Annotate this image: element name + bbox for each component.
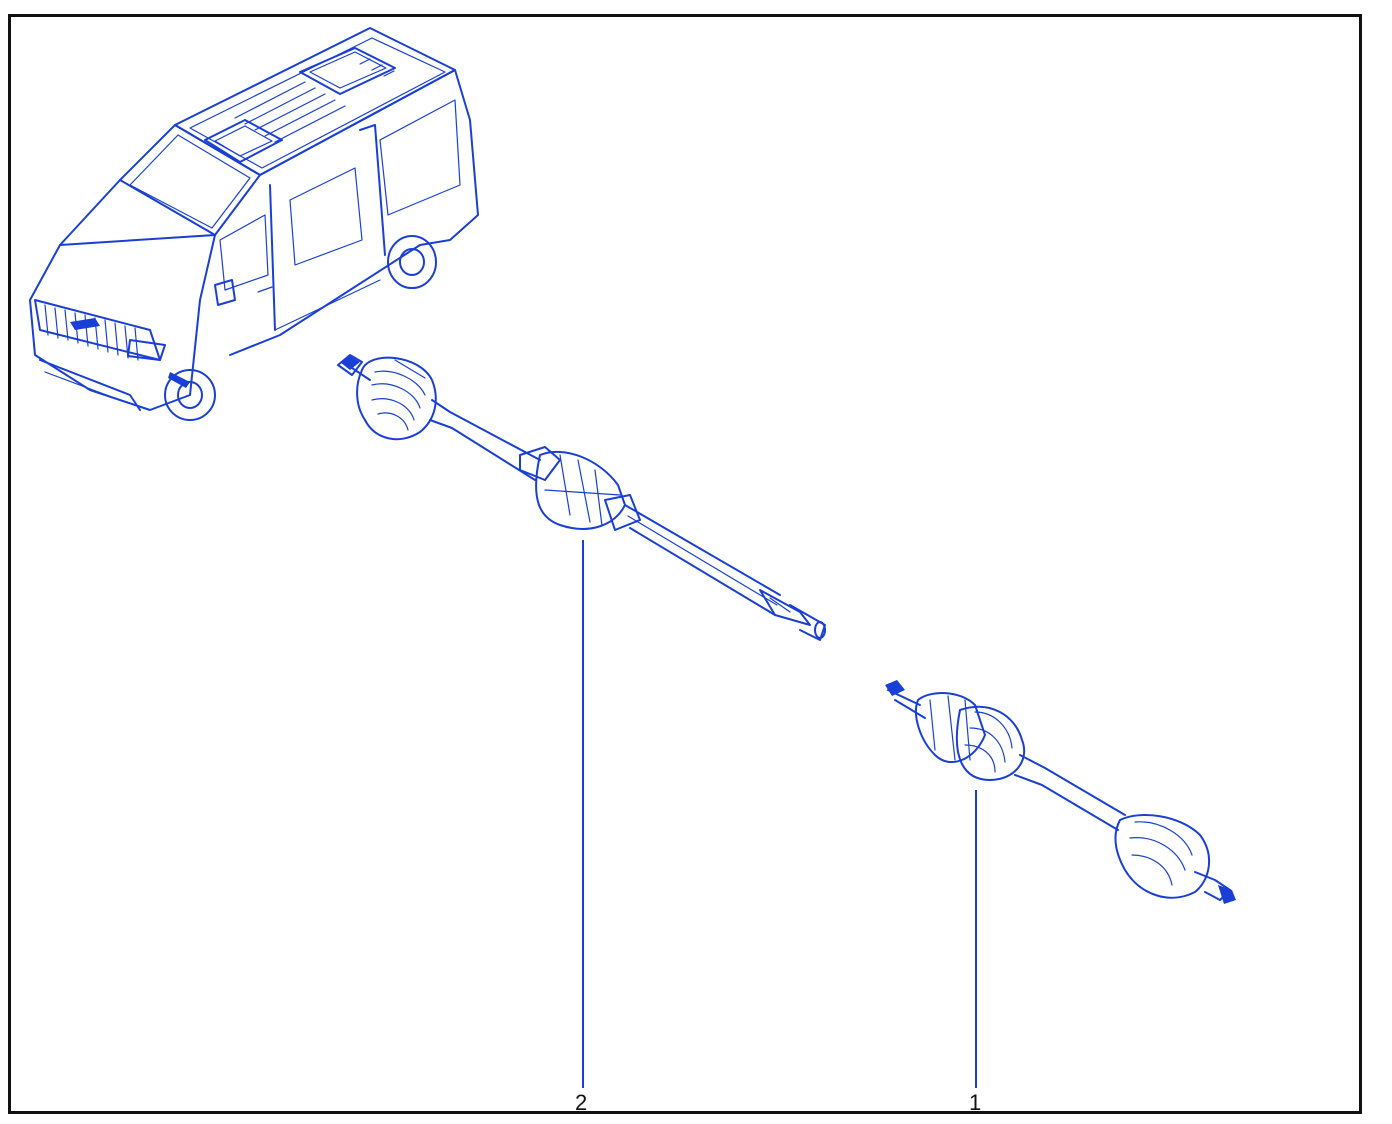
- drive-shaft-icon: [337, 354, 826, 641]
- drive-shaft-icon: [885, 680, 1236, 904]
- callout-label-1: 1: [969, 1090, 982, 1115]
- diagram-frame: [8, 14, 1362, 1114]
- callout-label-2: 2: [575, 1090, 588, 1115]
- van-icon: [29, 27, 479, 421]
